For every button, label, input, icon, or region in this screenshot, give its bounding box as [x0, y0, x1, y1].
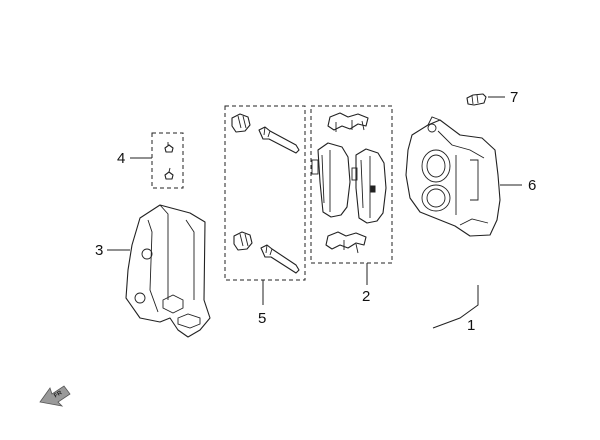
front-orientation-arrow: FR [39, 385, 71, 407]
part-1-assembly-callout: 1 [432, 285, 479, 334]
part-2-brake-pads-group: 2 [310, 105, 393, 305]
callout-6: 6 [528, 177, 536, 194]
brake-pad-inner [311, 142, 351, 218]
callout-1: 1 [467, 317, 475, 334]
callout-2: 2 [362, 288, 370, 305]
boot-lower [233, 231, 253, 251]
bolt-lower [164, 167, 174, 180]
leader-line-1 [432, 285, 479, 329]
part-6-caliper-body: 6 [405, 116, 536, 237]
arrow-label: FR [53, 390, 64, 400]
part-5-dashed-box [224, 105, 306, 281]
brake-pad-outer [351, 148, 387, 224]
callout-4: 4 [117, 150, 125, 167]
guide-pin-lower [260, 244, 300, 274]
part-5-guide-pins-group: 5 [224, 105, 306, 327]
anti-rattle-clips-lower [325, 231, 367, 254]
part-4-bolts-group: 4 [117, 132, 184, 189]
bolt-upper [164, 142, 174, 153]
part-3-caliper-bracket: 3 [95, 204, 211, 338]
part-7-bleeder-screw: 7 [466, 89, 518, 106]
callout-3: 3 [95, 242, 103, 259]
callout-7: 7 [510, 89, 518, 106]
part-4-dashed-box [151, 132, 184, 189]
anti-rattle-clips-upper [327, 112, 369, 132]
arrow-icon [39, 385, 71, 407]
boot-upper [231, 113, 251, 133]
guide-pin-upper [258, 126, 300, 154]
callout-5: 5 [258, 310, 266, 327]
